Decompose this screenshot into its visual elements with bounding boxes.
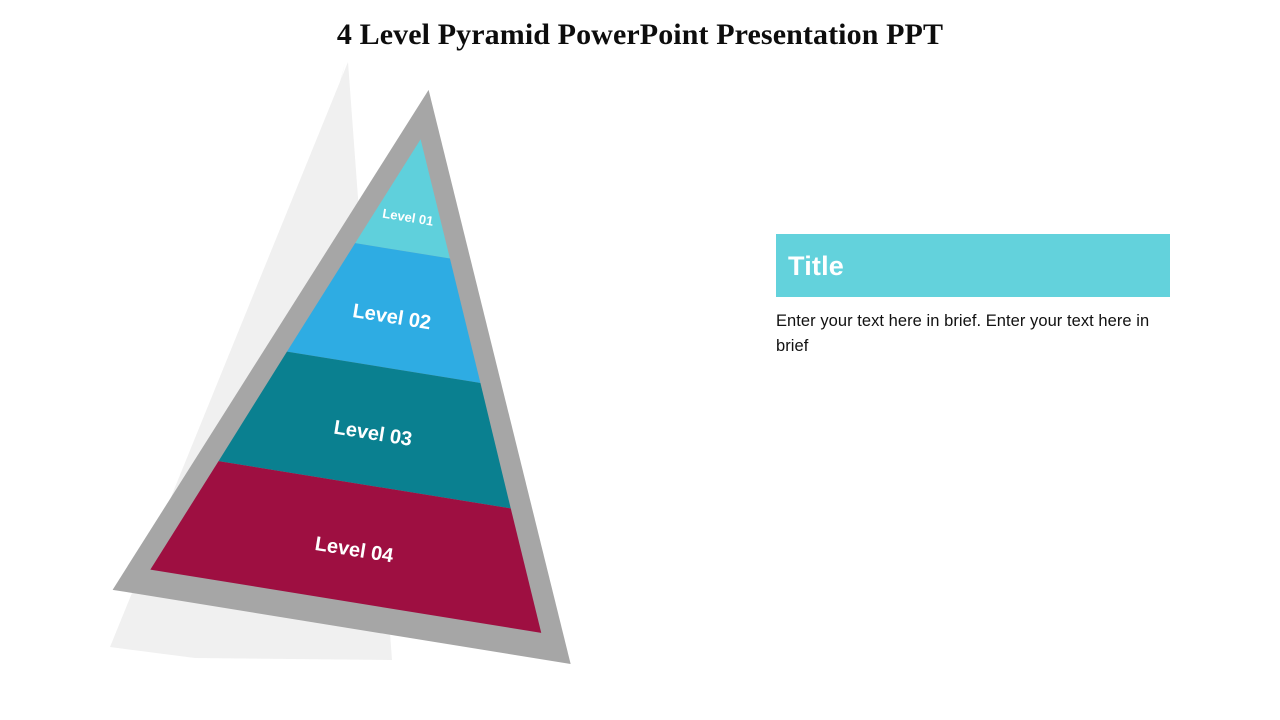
content-body-text: Enter your text here in brief. Enter you… bbox=[776, 312, 1150, 355]
content-title-box[interactable]: Title bbox=[776, 234, 1170, 297]
pyramid-diagram[interactable]: Level 01 Level 02 Level 03 Level 04 bbox=[90, 50, 670, 680]
content-title: Title bbox=[788, 250, 845, 281]
pyramid-level-3-shape[interactable] bbox=[218, 344, 530, 509]
pyramid-group: Level 01 Level 02 Level 03 Level 04 bbox=[112, 89, 571, 665]
pyramid-level-4-shape[interactable] bbox=[150, 453, 560, 633]
pyramid-level-1-shape[interactable] bbox=[355, 132, 468, 259]
pyramid-level-2-shape[interactable] bbox=[286, 235, 499, 383]
pyramid-graphic: Level 01 Level 02 Level 03 Level 04 bbox=[110, 62, 571, 665]
content-panel: Title Enter your text here in brief. Ent… bbox=[776, 234, 1172, 359]
page-title: 4 Level Pyramid PowerPoint Presentation … bbox=[336, 18, 944, 51]
